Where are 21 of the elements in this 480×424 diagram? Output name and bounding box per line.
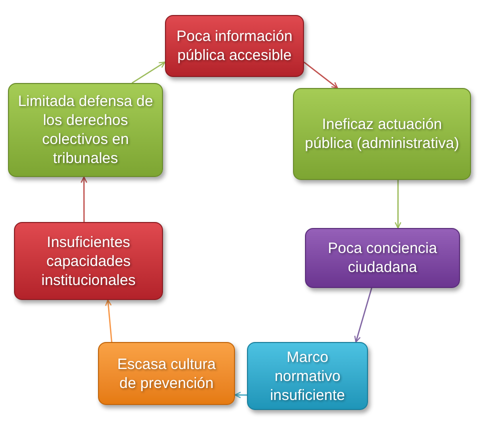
arrow <box>80 176 88 222</box>
box-label: Limitada defensa de los derechos colectivos en tribunales <box>17 92 154 168</box>
box-label: Escasa cultura de prevención <box>116 354 217 392</box>
arrow <box>354 288 372 343</box>
box-label: Insuficientes capacidades institucionales <box>40 232 137 290</box>
process-box <box>293 88 471 180</box>
arrow <box>304 62 338 89</box>
box-label: Ineficaz actuación pública (administrativa) <box>304 115 460 153</box>
box-label: Marco normativo insuficiente <box>268 348 346 404</box>
process-box <box>14 222 163 300</box>
box-label: Poca conciencia ciudadana <box>326 239 438 277</box>
arrow <box>394 180 402 229</box>
process-box <box>98 342 235 405</box>
process-box <box>8 83 163 177</box>
process-box <box>247 342 368 410</box>
box-label: Poca información pública accesible <box>176 27 294 65</box>
process-box <box>305 228 460 288</box>
process-box <box>165 15 304 77</box>
arrow <box>234 392 247 398</box>
arrow <box>105 299 112 342</box>
arrow <box>132 62 166 84</box>
